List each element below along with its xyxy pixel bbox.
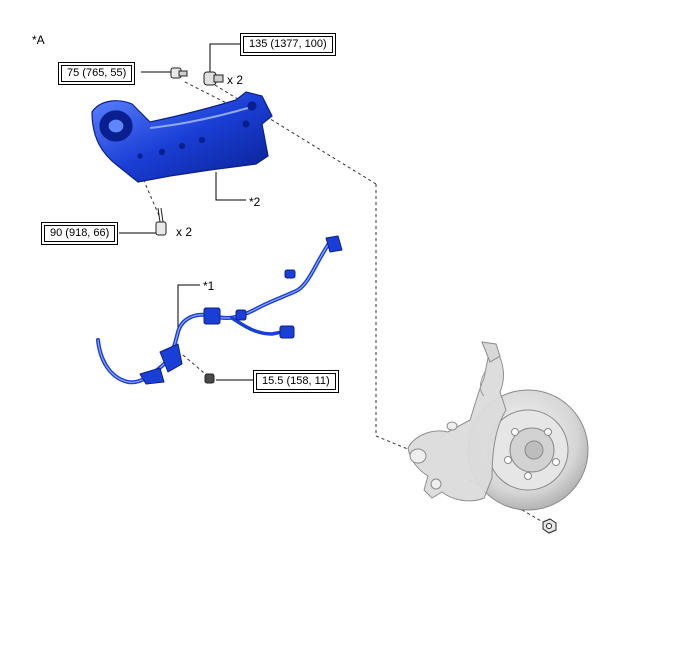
torque-spec-bolt-90: 90 (918, 66) — [44, 225, 116, 242]
callout-part-2: *2 — [249, 195, 261, 209]
nut-15-5 — [204, 373, 215, 384]
bolt-axis-line — [121, 129, 161, 219]
leader-line — [177, 284, 200, 330]
quantity-lower-bolts: x 2 — [176, 225, 193, 239]
knuckle-hub-assembly — [407, 341, 589, 511]
speed-sensor-harness — [96, 235, 343, 385]
torque-spec-bolt-135: 135 (1377, 100) — [243, 36, 333, 53]
bolt-135 — [203, 71, 224, 86]
torque-spec-sensor-bolt: 15.5 (158, 11) — [256, 373, 336, 390]
leader-lines — [119, 43, 253, 381]
bolt-75 — [170, 67, 188, 79]
leader-line — [215, 172, 246, 201]
torque-spec-box: 75 (765, 55) — [58, 62, 136, 85]
bolts — [155, 67, 557, 534]
torque-spec-bolt-75: 75 (765, 55) — [61, 65, 133, 82]
view-label: *A — [32, 33, 45, 47]
bolt-axis-line — [375, 184, 416, 453]
torque-spec-box: 135 (1377, 100) — [240, 33, 336, 56]
quantity-top-bolts: x 2 — [227, 73, 244, 87]
bolt-90 — [155, 207, 167, 236]
leader-line — [209, 43, 240, 72]
hub-nut — [542, 518, 557, 534]
torque-spec-box: 15.5 (158, 11) — [253, 370, 339, 393]
upper-control-arm — [91, 91, 273, 183]
torque-spec-box: 90 (918, 66) — [41, 222, 119, 245]
callout-part-1: *1 — [203, 279, 215, 293]
